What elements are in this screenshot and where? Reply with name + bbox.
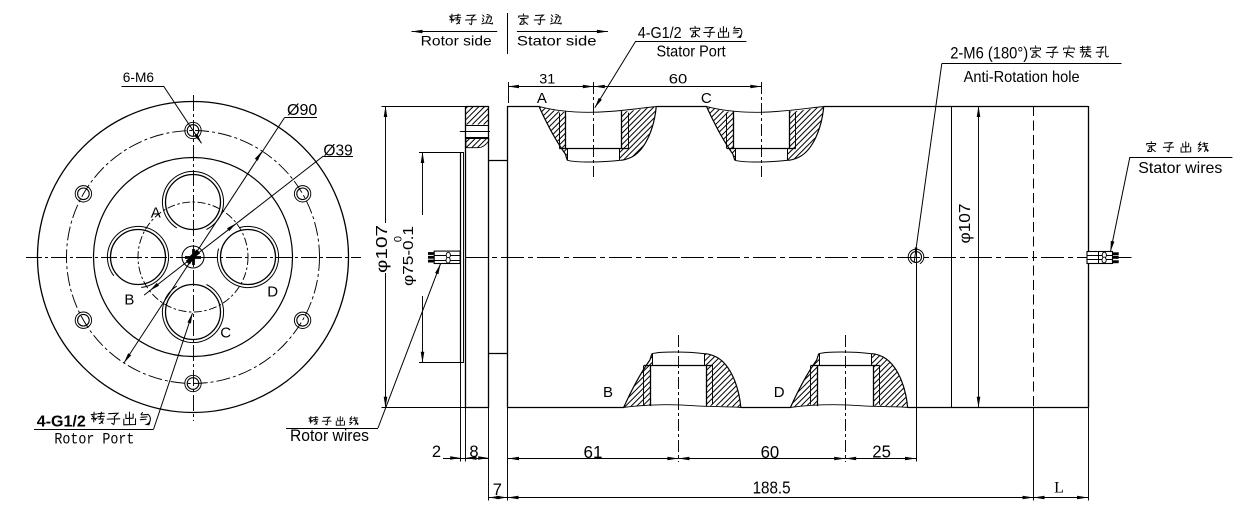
- svg-text:Ø39: Ø39: [323, 142, 352, 159]
- svg-text:0: 0: [393, 236, 405, 242]
- svg-text:7: 7: [493, 481, 502, 499]
- svg-text:Ø90: Ø90: [287, 102, 317, 119]
- svg-text:φ75-0.1: φ75-0.1: [400, 226, 417, 286]
- svg-text:60: 60: [761, 442, 780, 462]
- svg-text:D: D: [774, 384, 785, 401]
- svg-text:L: L: [1054, 479, 1064, 496]
- svg-text:C: C: [220, 325, 231, 342]
- svg-text:Rotor wires: Rotor wires: [290, 427, 369, 445]
- svg-text:Stator Port: Stator Port: [657, 43, 727, 60]
- svg-text:A: A: [537, 90, 547, 107]
- svg-text:B: B: [124, 292, 134, 309]
- svg-text:D: D: [267, 283, 278, 300]
- svg-text:Rotor side: Rotor side: [421, 32, 492, 48]
- svg-text:2: 2: [432, 443, 441, 461]
- svg-text:Stator side: Stator side: [517, 32, 597, 48]
- svg-text:6-M6: 6-M6: [123, 70, 155, 85]
- svg-text:60: 60: [669, 71, 688, 86]
- svg-text:Anti-Rotation hole: Anti-Rotation hole: [964, 69, 1080, 86]
- svg-text:2-M6 (180°): 2-M6 (180°): [950, 45, 1028, 63]
- svg-text:B: B: [603, 384, 613, 401]
- svg-text:61: 61: [584, 442, 603, 462]
- svg-text:A: A: [151, 204, 161, 221]
- svg-text:25: 25: [872, 441, 891, 461]
- svg-text:Stator wires: Stator wires: [1138, 160, 1222, 177]
- svg-text:4-G1/2: 4-G1/2: [37, 414, 86, 431]
- svg-text:C: C: [701, 90, 712, 107]
- svg-text:Rotor Port: Rotor Port: [54, 431, 134, 449]
- svg-text:4-G1/2: 4-G1/2: [638, 25, 682, 42]
- svg-text:φ107: φ107: [374, 225, 391, 273]
- svg-text:31: 31: [539, 71, 555, 86]
- svg-text:188.5: 188.5: [753, 478, 791, 498]
- svg-text:8: 8: [469, 443, 478, 461]
- svg-text:φ107: φ107: [957, 203, 974, 243]
